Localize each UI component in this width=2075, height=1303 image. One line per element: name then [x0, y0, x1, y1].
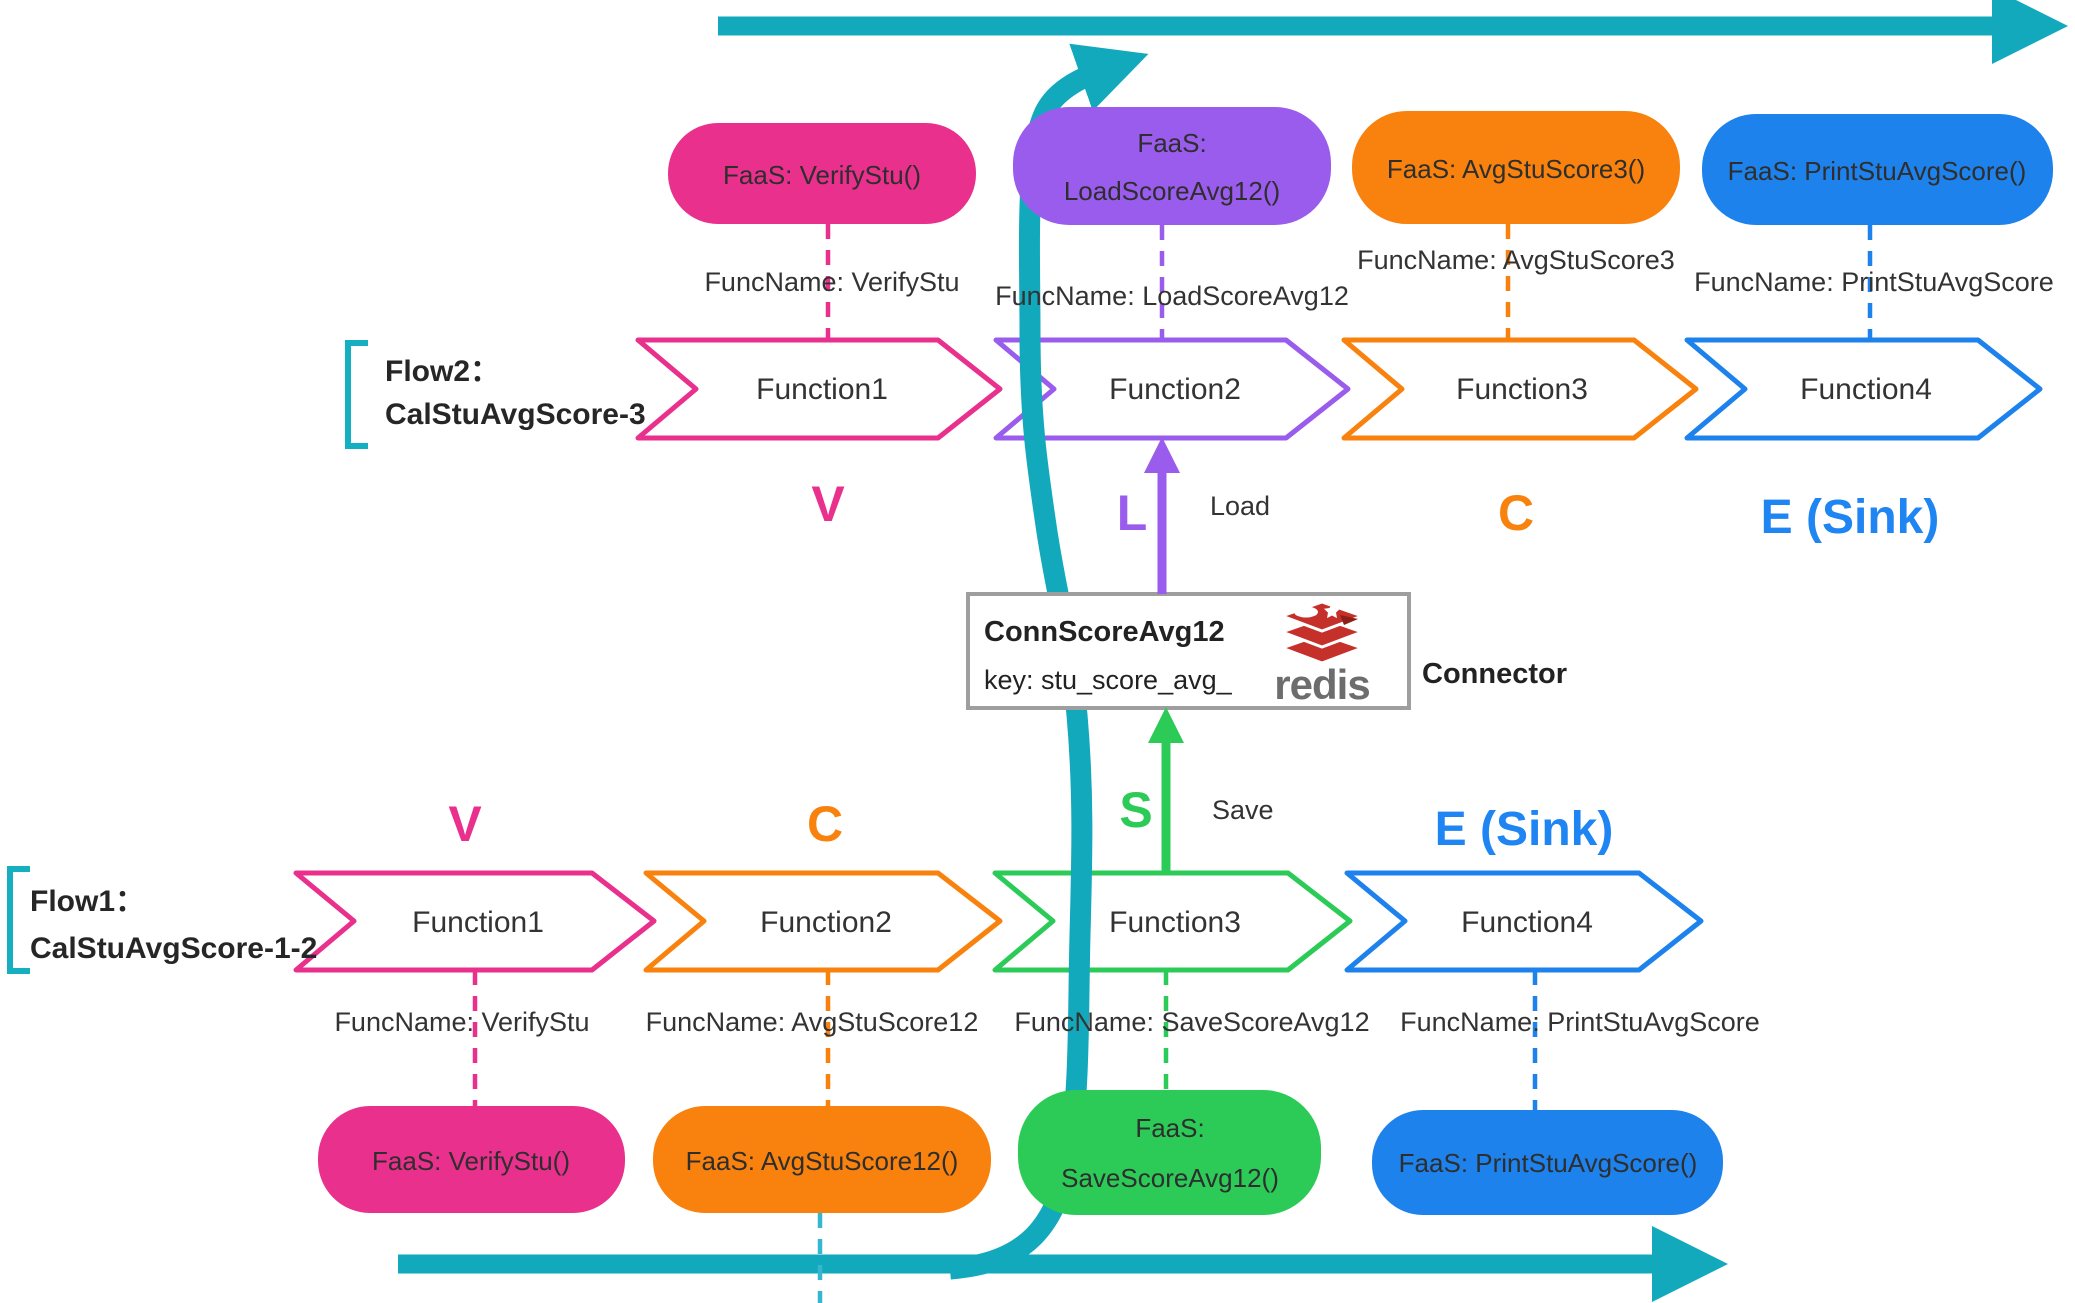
flow2-f1-faas-pill	[668, 123, 976, 224]
flow1-faas-pills	[318, 1090, 1723, 1215]
connector-title: ConnScoreAvg12	[984, 616, 1225, 648]
redis-logo-text: redis	[1274, 661, 1369, 708]
flow1-f4-faas-text: FaaS: PrintStuAvgScore()	[1399, 1148, 1698, 1178]
load-annotation: Load	[1210, 491, 1270, 521]
labels: Flow2： CalStuAvgScore-3 Flow1： CalStuAvg…	[30, 128, 2054, 1193]
flow2-f1-funcname: FuncName: VerifyStu	[704, 267, 959, 297]
flow1-bracket	[7, 866, 30, 974]
flow1-function2-chevron	[643, 870, 1003, 973]
flow2-function1-label: Function1	[756, 373, 888, 406]
flow1-f1-funcname: FuncName: VerifyStu	[334, 1007, 589, 1037]
flow1-label-line1: Flow1：	[30, 885, 145, 918]
connector-key: key: stu_score_avg_	[984, 665, 1233, 695]
flow2-function4-label: Function4	[1800, 373, 1932, 406]
flow1-function3-label: Function3	[1109, 906, 1241, 939]
flow1-function1-chevron	[293, 870, 657, 973]
flow2-f2-faas-text1: FaaS:	[1137, 128, 1206, 158]
flow2-f4-faas-text: FaaS: PrintStuAvgScore()	[1728, 156, 2027, 186]
flow1-f3-funcname: FuncName: SaveScoreAvg12	[1014, 1007, 1369, 1037]
flow1-f4-faas-pill	[1372, 1110, 1723, 1215]
flow2-f4-faas-pill	[1702, 114, 2053, 225]
flow2-f2-faas-pill	[1013, 107, 1331, 225]
flow1-f4-letter: E (Sink)	[1435, 803, 1614, 856]
flow1-f3-faas-text2: SaveScoreAvg12()	[1061, 1163, 1279, 1193]
flow2-f3-letter: C	[1498, 485, 1534, 541]
flow1-f3-faas-text1: FaaS:	[1135, 1113, 1204, 1143]
flow2-f1-letter: V	[811, 476, 845, 532]
flow1-label-line2: CalStuAvgScore-1-2	[30, 932, 317, 965]
flow1-f2-letter: C	[807, 796, 843, 852]
dashed-links	[472, 224, 1873, 1303]
flow1-function4-chevron	[1344, 870, 1704, 973]
flow2-function3-chevron	[1341, 337, 1699, 441]
flow1-chevrons	[293, 870, 1704, 973]
flow2-f4-funcname: FuncName: PrintStuAvgScore	[1694, 267, 2054, 297]
flow2-f2-funcname: FuncName: LoadScoreAvg12	[995, 281, 1349, 311]
flow1-function1-label: Function1	[412, 906, 544, 939]
redis-icon: redis	[1274, 600, 1371, 708]
flow1-function2-label: Function2	[760, 906, 892, 939]
flow2-label-line2: CalStuAvgScore-3	[385, 398, 646, 431]
connector-role-label: Connector	[1422, 658, 1567, 690]
flow1-f3-letter: S	[1119, 782, 1152, 838]
flow2-f3-funcname: FuncName: AvgStuScore3	[1357, 245, 1675, 275]
flow2-f2-letter: L	[1117, 485, 1148, 541]
flow2-function2-label: Function2	[1109, 373, 1241, 406]
flow2-f2-faas-text2: LoadScoreAvg12()	[1064, 176, 1280, 206]
flow1-f2-funcname: FuncName: AvgStuScore12	[646, 1007, 979, 1037]
flow2-function4-chevron	[1684, 337, 2043, 441]
flow1-f1-letter: V	[448, 796, 482, 852]
event-stream-arrows	[398, 0, 2068, 1302]
flow1-f2-faas-pill	[653, 1106, 991, 1213]
flow2-f3-faas-pill	[1352, 111, 1680, 224]
flow2-chevrons	[635, 337, 2043, 441]
flow2-f4-letter: E (Sink)	[1761, 491, 1940, 544]
flow1-f3-faas-pill	[1018, 1090, 1321, 1215]
flow1-f1-faas-text: FaaS: VerifyStu()	[372, 1146, 570, 1176]
flow1-f4-funcname: FuncName: PrintStuAvgScore	[1400, 1007, 1760, 1037]
flow2-function2-chevron	[993, 337, 1351, 441]
flow2-bracket	[345, 340, 368, 449]
flow1-function4-label: Function4	[1461, 906, 1593, 939]
flow2-label-line1: Flow2：	[385, 355, 500, 388]
flow2-f3-faas-text: FaaS: AvgStuScore3()	[1387, 154, 1645, 184]
flow2-faas-pills	[668, 107, 2053, 225]
save-annotation: Save	[1212, 795, 1274, 825]
flow2-function1-chevron	[635, 337, 1003, 441]
flow2-function3-label: Function3	[1456, 373, 1588, 406]
flow2-f1-faas-text: FaaS: VerifyStu()	[723, 160, 921, 190]
flow1-f1-faas-pill	[318, 1106, 625, 1213]
flow1-f2-faas-text: FaaS: AvgStuScore12()	[686, 1146, 959, 1176]
